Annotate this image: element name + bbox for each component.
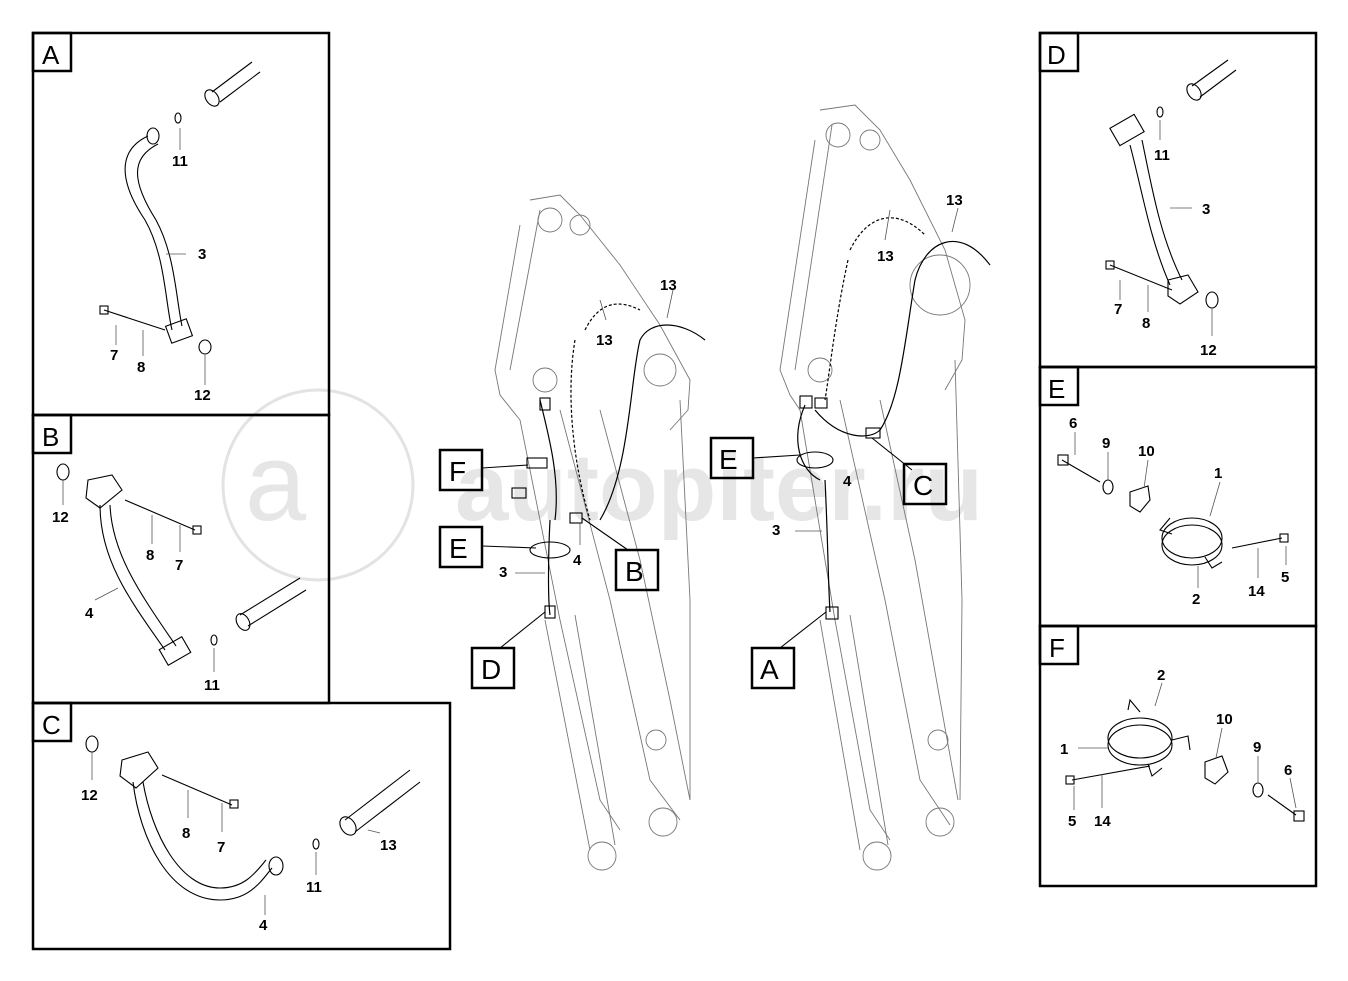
part-label-13: 13 [660,277,677,294]
part-label-11: 11 [306,879,322,896]
panel-f-frame [1038,624,1318,888]
callout-box-e-left [438,525,484,569]
detail-panel-e: E 6 9 10 1 2 14 5 [1038,365,1318,628]
part-label-11: 11 [172,153,188,170]
part-label-3: 3 [1202,201,1210,218]
part-label-7: 7 [110,347,118,364]
part-label-9: 9 [1253,739,1261,756]
part-label-13: 13 [946,192,963,209]
part-label-8: 8 [137,359,145,376]
callout-box-c [902,462,948,506]
part-label-14: 14 [1248,583,1265,600]
part-label-8: 8 [1142,315,1150,332]
part-label-11: 11 [204,677,220,694]
part-label-4: 4 [573,552,582,569]
part-label-6: 6 [1069,415,1077,432]
part-label-1: 1 [1214,465,1222,482]
panel-b-label: B [42,422,59,452]
panel-a-frame [31,31,331,417]
callout-d: D [481,654,501,685]
panel-d-frame [1038,31,1318,369]
callout-c: C [913,470,933,501]
part-label-5: 5 [1068,813,1076,830]
panel-f-label: F [1049,633,1065,663]
part-label-8: 8 [182,825,190,842]
part-label-11: 11 [1154,147,1170,164]
callout-e-right: E [719,444,738,475]
part-label-4: 4 [843,473,852,490]
part-label-5: 5 [1281,569,1289,586]
panel-e-frame [1038,365,1318,628]
callout-box-a [750,646,796,690]
boom-left: 13 13 4 3 F E B D [438,194,706,871]
part-label-7: 7 [217,839,225,856]
part-label-7: 7 [175,557,183,574]
panel-b-label-box [31,413,73,455]
part-label-12: 12 [52,509,69,526]
part-label-3: 3 [772,522,780,539]
callout-box-f [438,448,484,492]
part-label-3: 3 [499,564,507,581]
part-label-12: 12 [81,787,98,804]
callout-a: A [760,654,779,685]
part-label-2: 2 [1157,667,1165,684]
panel-d-label: D [1047,40,1066,70]
part-label-10: 10 [1216,711,1233,728]
callout-b: B [625,556,644,587]
part-label-3: 3 [198,246,206,263]
callout-box-d [470,646,516,690]
panel-e-label: E [1048,374,1065,404]
part-label-9: 9 [1102,435,1110,452]
callout-e-left: E [449,533,468,564]
panel-c-label-box [31,701,73,743]
watermark-text: autopiter.ru [455,434,983,541]
detail-panel-d: D 11 3 7 8 12 [1038,31,1318,369]
panel-c-label: C [42,710,61,740]
callout-box-b [614,548,660,592]
detail-panel-c: C 12 8 7 11 13 4 [31,701,452,951]
panel-f-label-box [1038,624,1080,666]
watermark: a autopiter.ru [221,388,983,582]
part-label-1: 1 [1060,741,1068,758]
callout-f: F [449,456,466,487]
part-label-12: 12 [1200,342,1217,359]
part-label-6: 6 [1284,762,1292,779]
part-label-14: 14 [1094,813,1111,830]
part-label-13-dashed: 13 [596,332,613,349]
part-label-2: 2 [1192,591,1200,608]
part-label-8: 8 [146,547,154,564]
part-label-7: 7 [1114,301,1122,318]
panel-a-label: A [42,40,60,70]
panel-a-label-box [31,31,73,73]
detail-panel-a: A 11 3 7 8 12 [31,31,331,417]
part-label-10: 10 [1138,443,1155,460]
panel-d-label-box [1038,31,1080,73]
part-label-13: 13 [380,837,397,854]
panel-c-frame [31,701,452,951]
part-label-12: 12 [194,387,211,404]
panel-e-label-box [1038,365,1080,407]
watermark-logo-a: a [245,421,307,544]
part-label-4: 4 [259,917,268,934]
part-label-4: 4 [85,605,94,622]
part-label-13-dashed: 13 [877,248,894,265]
boom-right: 13 13 4 3 E C A [709,104,991,871]
detail-panel-f: F 2 10 1 9 6 5 14 [1038,624,1318,888]
